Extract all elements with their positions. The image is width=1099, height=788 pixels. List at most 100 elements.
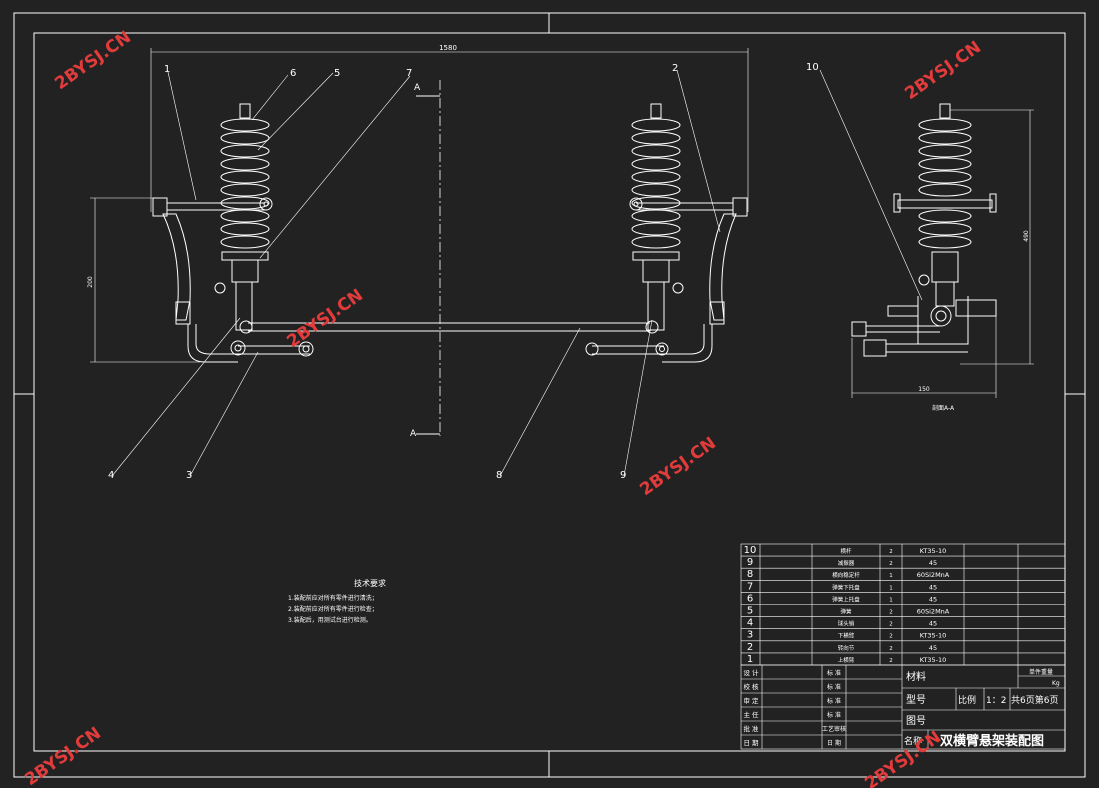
bom-row-material: 60Si2MnA bbox=[917, 608, 950, 616]
bom-row-name: 横杆 bbox=[840, 547, 852, 555]
callout-1: 1 bbox=[164, 64, 170, 75]
drawing-no-label: 图号 bbox=[906, 715, 926, 727]
model-label: 型号 bbox=[906, 693, 926, 706]
callout-5: 5 bbox=[334, 68, 340, 79]
bom-row-material: 45 bbox=[929, 559, 937, 567]
bom-row-no: 7 bbox=[747, 581, 753, 592]
bom-row-no: 8 bbox=[747, 569, 753, 580]
bom-row-qty: 2 bbox=[889, 549, 893, 555]
bom-row-material: 45 bbox=[929, 644, 937, 652]
callout-10: 10 bbox=[806, 62, 819, 73]
scale-value: 1：2 bbox=[986, 696, 1006, 706]
watermark: 2BYSJ.CN bbox=[901, 37, 984, 104]
callout-2: 2 bbox=[672, 63, 678, 74]
title-block-left-label: 设 计 bbox=[743, 668, 759, 677]
title-block: 设 计标 准校 核标 准审 定标 准主 任标 准批 准工艺审核日 期日 期 材料… bbox=[740, 664, 1066, 750]
title-block-mid-label: 标 准 bbox=[827, 711, 841, 719]
bom-row-name: 下横臂 bbox=[838, 632, 855, 640]
bom-row-qty: 1 bbox=[889, 597, 893, 603]
bom-row-name: 弹簧下托盘 bbox=[832, 583, 860, 591]
callout-7: 7 bbox=[406, 68, 412, 79]
title-block-left-label: 校 核 bbox=[743, 682, 759, 691]
part-weight-label: 单件重量 bbox=[1029, 668, 1053, 676]
name-label: 名称 bbox=[904, 735, 922, 747]
bom-row-qty: 1 bbox=[889, 573, 893, 579]
bom-row-qty: 2 bbox=[889, 634, 893, 640]
bom-row-no: 10 bbox=[744, 545, 757, 556]
bom-row-no: 4 bbox=[747, 618, 753, 629]
material-label: 材料 bbox=[906, 670, 926, 683]
watermark: 2BYSJ.CN bbox=[636, 433, 719, 500]
dim-overall-width-text: 1580 bbox=[439, 44, 457, 52]
section-label-bottom: A bbox=[410, 429, 417, 439]
bom-row-name: 弹簧上托盘 bbox=[832, 595, 860, 603]
bom-row-no: 1 bbox=[747, 654, 753, 665]
section-view bbox=[851, 103, 997, 357]
sheet-text: 共6页第6页 bbox=[1011, 694, 1058, 706]
bom-row-qty: 2 bbox=[889, 622, 893, 628]
dim-right-width-text: 150 bbox=[918, 386, 930, 393]
bom-row-qty: 2 bbox=[889, 658, 893, 664]
tech-req-item-1: 1.装配前应对所有零件进行清洗； bbox=[288, 594, 378, 602]
right-coil-spring bbox=[629, 103, 684, 331]
bom-row-name: 横向稳定杆 bbox=[832, 571, 860, 579]
bom-row-qty: 2 bbox=[889, 610, 893, 616]
section-view-caption: 剖面A-A bbox=[932, 404, 955, 412]
title-block-mid-label: 日 期 bbox=[827, 739, 841, 747]
bom-row-material: 45 bbox=[929, 620, 937, 628]
bom-row-name: 转向节 bbox=[838, 644, 855, 652]
bom-row-name: 上横臂 bbox=[838, 656, 855, 664]
bom-row-qty: 1 bbox=[889, 585, 893, 591]
bom-row-no: 2 bbox=[747, 642, 753, 653]
title-block-left-label: 主 任 bbox=[743, 710, 759, 719]
tech-req-title: 技术要求 bbox=[354, 578, 386, 588]
scale-label: 比例 bbox=[958, 694, 976, 706]
callout-9: 9 bbox=[620, 470, 626, 481]
callout-3: 3 bbox=[186, 470, 192, 481]
bom-row-material: 45 bbox=[929, 595, 937, 603]
bom-row-material: KT35-10 bbox=[920, 547, 947, 555]
title-block-mid-label: 标 准 bbox=[827, 683, 841, 691]
title-block-mid-label: 标 准 bbox=[827, 697, 841, 705]
bom-row-qty: 2 bbox=[889, 561, 893, 567]
right-knuckle bbox=[662, 213, 737, 363]
bom-row-material: KT35-10 bbox=[920, 632, 947, 640]
bom-row-qty: 2 bbox=[889, 646, 893, 652]
dimension-left-height bbox=[90, 197, 200, 363]
bom-row-material: KT35-10 bbox=[920, 656, 947, 664]
watermark: 2BYSJ.CN bbox=[51, 27, 134, 94]
bom-row-name: 减振器 bbox=[838, 559, 855, 567]
leader-lines bbox=[111, 69, 923, 477]
title-block-left-label: 审 定 bbox=[743, 696, 759, 705]
bom-row-no: 5 bbox=[747, 606, 753, 617]
bom-row-material: 45 bbox=[929, 583, 937, 591]
title-block-mid-label: 工艺审核 bbox=[822, 725, 846, 733]
section-view-dimensions bbox=[851, 109, 1034, 398]
bom-row-name: 弹簧 bbox=[840, 608, 852, 616]
centering-marks bbox=[14, 13, 1085, 777]
bom-row-material: 60Si2MnA bbox=[917, 571, 950, 579]
callout-6: 6 bbox=[290, 68, 296, 79]
bom-row-no: 6 bbox=[747, 593, 753, 604]
front-view: 1580 200 A A bbox=[87, 44, 923, 481]
left-knuckle bbox=[162, 213, 238, 363]
drawing-title: 双横臂悬架装配图 bbox=[940, 733, 1044, 749]
upper-mount-brackets bbox=[152, 197, 748, 217]
section-label-top: A bbox=[414, 83, 421, 93]
bom-row-name: 球头销 bbox=[838, 620, 855, 628]
watermark: 2BYSJ.CN bbox=[283, 285, 366, 352]
tech-req-item-3: 3.装配后，用测试台进行检测。 bbox=[288, 616, 372, 624]
callout-8: 8 bbox=[496, 470, 502, 481]
bom-row-no: 9 bbox=[747, 557, 753, 568]
technical-requirements: 技术要求 1.装配前应对所有零件进行清洗； 2.装配前应对所有零件进行检查； 3… bbox=[288, 578, 386, 624]
tech-req-item-2: 2.装配前应对所有零件进行检查； bbox=[288, 605, 378, 613]
title-block-left-label: 日 期 bbox=[743, 739, 759, 747]
dim-left-height-text: 200 bbox=[87, 276, 94, 288]
lower-arms bbox=[230, 340, 669, 357]
weight-unit: Kg bbox=[1052, 680, 1060, 687]
bom-row-no: 3 bbox=[747, 630, 753, 641]
title-block-mid-label: 标 准 bbox=[827, 669, 841, 677]
inner-frame bbox=[33, 32, 1066, 752]
